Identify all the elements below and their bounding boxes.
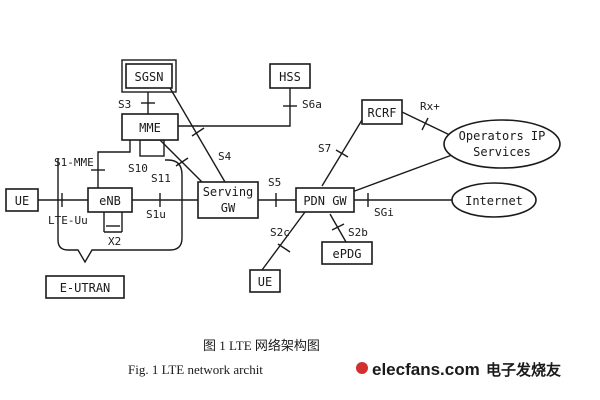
link-enb-mme xyxy=(97,140,131,188)
tick-s4 xyxy=(191,127,205,137)
watermark: elecfans.com 电子发烧友 xyxy=(356,360,561,379)
node-pdn-gw: PDN GW xyxy=(295,187,355,213)
tick-s2c xyxy=(277,243,291,253)
serving-gw-label-line1: Serving xyxy=(203,185,254,199)
tick-rx xyxy=(421,117,429,131)
label-s10: S10 xyxy=(128,162,148,175)
link-pgw-epdg xyxy=(329,213,347,243)
caption-en: Fig. 1 LTE network archit xyxy=(128,362,263,377)
node-operators-ip-services: Operators IP Services xyxy=(443,119,561,169)
pdn-gw-label: PDN GW xyxy=(303,194,347,208)
node-rcrf: RCRF xyxy=(361,99,403,125)
node-eutran: E-UTRAN xyxy=(45,275,125,299)
serving-gw-label-line2: GW xyxy=(221,201,236,215)
label-lte-uu: LTE-Uu xyxy=(48,214,88,227)
watermark-site: elecfans.com xyxy=(372,360,480,379)
node-ue-left: UE xyxy=(5,188,39,212)
interface-ticks xyxy=(61,102,429,253)
interface-labels: S1-MME S10 S11 S3 S4 S6a S5 S7 Rx+ SGi S… xyxy=(48,98,440,248)
tick-s2b xyxy=(331,223,345,231)
label-rx: Rx+ xyxy=(420,100,440,113)
link-sgsn-sgw xyxy=(169,87,226,183)
link-pgw-operators xyxy=(351,154,453,193)
watermark-logo-icon xyxy=(356,362,368,374)
label-s7: S7 xyxy=(318,142,331,155)
label-s6a: S6a xyxy=(302,98,322,111)
hss-label: HSS xyxy=(279,70,301,84)
node-sgsn: SGSN xyxy=(121,59,177,93)
label-s5: S5 xyxy=(268,176,281,189)
link-s10-loop xyxy=(139,139,165,157)
caption-cn: 图 1 LTE 网络架构图 xyxy=(203,338,320,353)
operators-label-line2: Services xyxy=(473,145,531,159)
node-serving-gw: Serving GW xyxy=(197,181,259,219)
tick-s11 xyxy=(175,157,189,167)
label-s11: S11 xyxy=(151,172,171,185)
link-rcrf-operators xyxy=(401,111,457,139)
enb-label: eNB xyxy=(99,194,121,208)
label-s2c: S2c xyxy=(270,226,290,239)
internet-label: Internet xyxy=(465,194,523,208)
link-pgw-ue xyxy=(261,211,306,271)
node-hss: HSS xyxy=(269,63,311,89)
label-s2b: S2b xyxy=(348,226,368,239)
label-sgi: SGi xyxy=(374,206,394,219)
epdg-label: ePDG xyxy=(333,247,362,261)
node-epdg: ePDG xyxy=(321,241,373,265)
label-s4: S4 xyxy=(218,150,232,163)
label-s3: S3 xyxy=(118,98,131,111)
label-x2: X2 xyxy=(108,235,121,248)
rcrf-label: RCRF xyxy=(368,106,397,120)
node-mme: MME xyxy=(121,113,179,141)
ue-left-label: UE xyxy=(15,194,29,208)
node-enb: eNB xyxy=(87,187,133,213)
watermark-cn: 电子发烧友 xyxy=(486,361,561,379)
node-internet: Internet xyxy=(451,182,537,218)
ue-bottom-label: UE xyxy=(258,275,272,289)
tick-s7 xyxy=(335,149,349,158)
eutran-label: E-UTRAN xyxy=(60,281,111,295)
label-s1u: S1u xyxy=(146,208,166,221)
label-s1-mme: S1-MME xyxy=(54,156,94,169)
sgsn-label: SGSN xyxy=(135,70,164,84)
operators-label-line1: Operators IP xyxy=(459,129,546,143)
mme-label: MME xyxy=(139,121,161,135)
node-ue-bottom: UE xyxy=(249,269,281,293)
link-mme-hss xyxy=(178,88,291,127)
